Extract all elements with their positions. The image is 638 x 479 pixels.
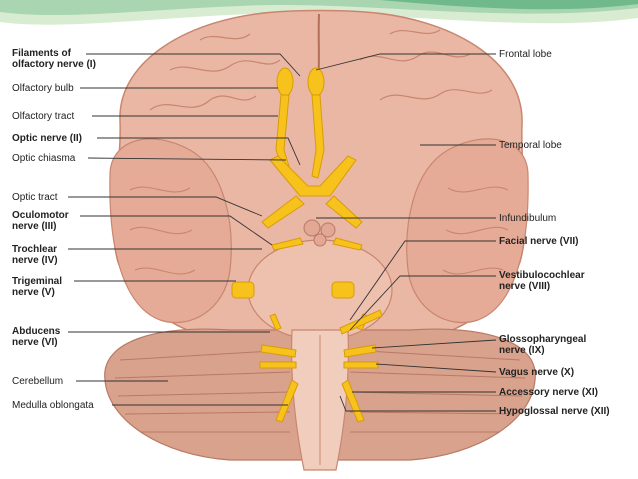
label-vagus-nerve: Vagus nerve (X) [499,367,575,378]
label-olfactory-bulb: Olfactory bulb [12,83,74,94]
label-accessory-nerve: Accessory nerve (XI) [499,387,598,398]
label-olfactory-tract: Olfactory tract [12,111,75,122]
label-optic-tract: Optic tract [12,192,58,203]
infundibulum [303,219,321,237]
label-medulla-oblongata: Medulla oblongata [12,400,94,411]
label-infundibulum: Infundibulum [499,213,557,224]
label-temporal-lobe: Temporal lobe [499,140,562,151]
label-facial-nerve: Facial nerve (VII) [499,236,579,247]
label-optic-nerve: Optic nerve (II) [12,133,83,144]
temporal-lobes [109,138,529,324]
leader-lines [68,53,497,412]
label-frontal-lobe: Frontal lobe [499,49,552,60]
label-cerebellum: Cerebellum [12,376,64,387]
cranial-nerves [231,67,383,423]
label-hypoglossal-nerve: Hypoglossal nerve (XII) [499,406,610,417]
label-optic-chiasma: Optic chiasma [12,153,76,164]
